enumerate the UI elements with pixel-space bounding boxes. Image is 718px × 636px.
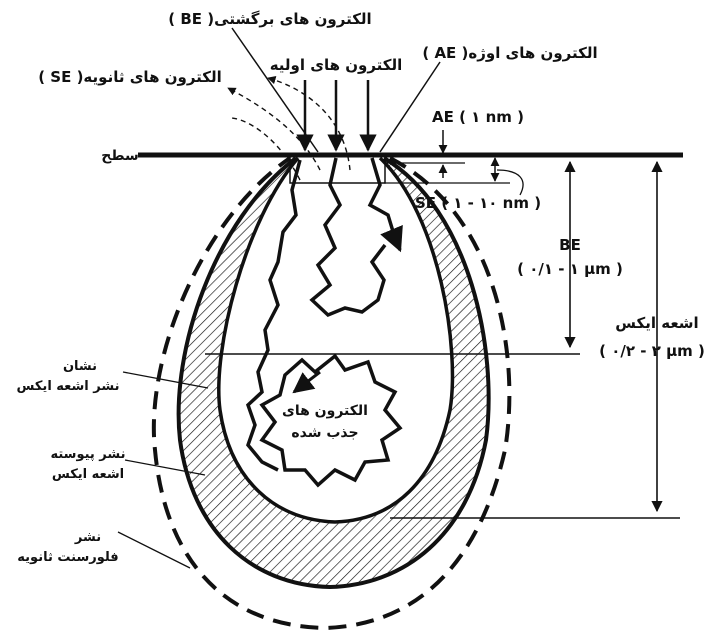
surface-label: سطح: [101, 148, 139, 164]
primary-label: الکترون های اولیه: [270, 56, 403, 74]
characteristic-label-line1: نشان: [63, 359, 97, 374]
continuous-label-line1: نشر پیوسته: [50, 447, 125, 462]
fluorescence-label-line2: فلورسنت ثانویه: [17, 550, 118, 565]
absorbed-label-line1: الکترون های: [282, 403, 368, 419]
characteristic-label-line2: نشر اشعه ایکس: [17, 379, 120, 394]
ae-depth-label: AE ( ۱ nm ): [432, 108, 524, 126]
fluorescence-label-line1: نشر: [74, 530, 101, 545]
be-title-label: BE: [559, 236, 581, 254]
se-depth-label: SE ( ۱ - ۱۰ nm ): [415, 194, 541, 212]
continuous-label-line2: اشعه ایکس: [52, 467, 124, 482]
absorbed-electrons-blob: [262, 356, 400, 485]
auger-label: الکترون های اوژه( AE ): [422, 44, 597, 62]
electron-trajectory-middle: [312, 158, 385, 315]
be-depth-label: ( ۰/۱ - ۱ μm ): [517, 260, 623, 278]
backscattered-label: الکترون های برگشتی( BE ): [168, 10, 371, 28]
xray-title-label: اشعه ایکس: [615, 314, 698, 332]
absorbed-label-line2: جذب شده: [291, 425, 358, 441]
xray-depth-label: ( ۰/۲ - ۲ μm ): [599, 342, 705, 360]
auger-leader: [380, 62, 440, 152]
secondary-label: الکترون های ثانویه( SE ): [38, 68, 222, 86]
